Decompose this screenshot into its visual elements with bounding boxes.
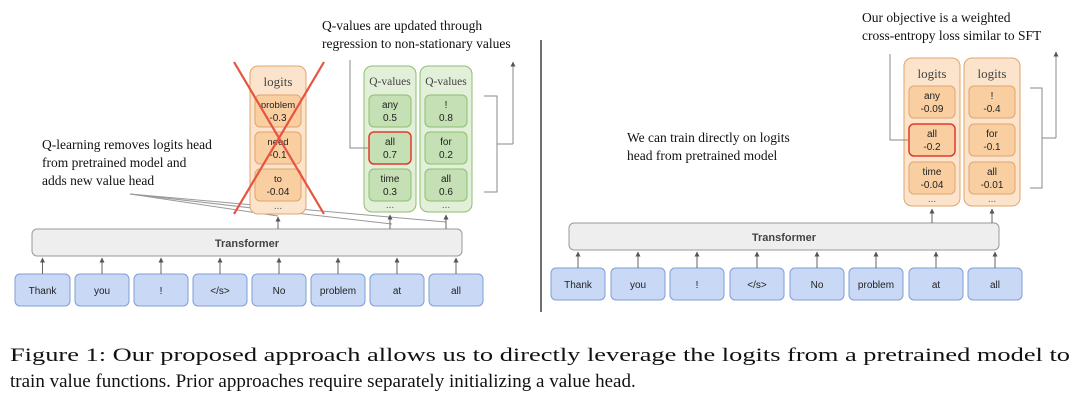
right-objective-bracket xyxy=(889,51,1059,189)
right-logits-ellipsis: ... xyxy=(988,194,996,205)
left-annotation-top-line-1: Q-values are updated through xyxy=(322,18,482,33)
left-q-header: Q-values xyxy=(425,76,467,88)
right-annotation-side-line-1: We can train directly on logits xyxy=(627,130,790,145)
right-logits-cell-token: any xyxy=(924,91,940,102)
left-logits-cell-token: need xyxy=(267,137,288,148)
right-logits-cell xyxy=(908,85,956,119)
left-q-cell-token: for xyxy=(440,137,452,148)
left-logits-cell-value: -0.04 xyxy=(267,187,290,198)
left-q-cell xyxy=(424,131,468,165)
left-token-label: all xyxy=(451,286,461,297)
left-q-cell-token: any xyxy=(382,100,398,111)
left-q-cell-value: 0.5 xyxy=(383,113,397,124)
left-regression-bracket xyxy=(349,60,516,193)
right-token-label: all xyxy=(990,280,1000,291)
right-annotation-top-line-1: Our objective is a weighted xyxy=(862,10,1011,25)
right-logits-cell xyxy=(968,85,1016,119)
left-token-label: you xyxy=(94,286,110,297)
figure-caption-line-2: train value functions. Prior approaches … xyxy=(10,371,636,392)
left-annotation-top-line-2: regression to non-stationary values xyxy=(322,36,511,51)
left-logits-header: logits xyxy=(264,74,293,89)
right-head-arrows xyxy=(929,208,995,223)
right-logits-cell-token: all xyxy=(987,167,997,178)
left-q-cell-value: 0.2 xyxy=(439,150,453,161)
left-logits-cell-token: problem xyxy=(261,100,295,111)
left-head-arrows xyxy=(275,214,449,229)
left-q-cell xyxy=(368,168,412,202)
right-logits-cell xyxy=(968,161,1016,195)
left-q-cell xyxy=(424,168,468,202)
figure-caption-line-1: Figure 1: Our proposed approach allows u… xyxy=(10,345,1070,366)
left-token-label: problem xyxy=(320,286,356,297)
right-transformer-label: Transformer xyxy=(752,232,817,244)
left-q-cell-token: all xyxy=(385,137,395,148)
right-token-label: </s> xyxy=(747,280,767,291)
right-panel: Our objective is a weighted cross-entrop… xyxy=(550,10,1059,301)
left-token-label: No xyxy=(273,286,286,297)
right-logits-header: logits xyxy=(918,66,947,81)
left-token-label: Thank xyxy=(29,286,58,297)
right-logits-cell-value: -0.01 xyxy=(981,180,1004,191)
left-q-cell-value: 0.8 xyxy=(439,113,453,124)
left-transformer-block xyxy=(31,228,463,257)
left-annotation-side-line-2: from pretrained model and xyxy=(42,155,187,170)
right-token-label: you xyxy=(630,280,646,291)
right-token-label: problem xyxy=(858,280,894,291)
right-logits-cell xyxy=(908,161,956,195)
right-logits-cell-value: -0.2 xyxy=(923,142,941,153)
left-q-ellipsis: ... xyxy=(386,200,394,211)
right-annotation-side-line-2: head from pretrained model xyxy=(627,148,778,163)
right-logits-cell-value: -0.1 xyxy=(983,142,1001,153)
right-logits-cell-token: for xyxy=(986,129,998,140)
right-logits-cell-value: -0.09 xyxy=(921,104,944,115)
left-q-cell xyxy=(424,94,468,128)
right-token-label: Thank xyxy=(564,280,593,291)
left-token-label: at xyxy=(393,286,402,297)
right-token-row: Thank you ! </s> No problem at all xyxy=(550,251,1023,301)
left-panel: Q-values are updated through regression … xyxy=(14,18,516,307)
right-token-label: ! xyxy=(696,280,699,291)
left-annotation-side-line-1: Q-learning removes logits head xyxy=(42,137,212,152)
right-logits-cell-value: -0.04 xyxy=(921,180,944,191)
left-transformer-label: Transformer xyxy=(215,238,280,250)
right-logits-ellipsis: ... xyxy=(928,194,936,205)
left-q-cell xyxy=(368,94,412,128)
left-token-label: ! xyxy=(160,286,163,297)
left-q-cell-value: 0.6 xyxy=(439,187,453,198)
right-logits-cell-highlighted xyxy=(908,123,956,157)
left-logits-cell-value: -0.3 xyxy=(269,113,287,124)
left-q-ellipsis: ... xyxy=(442,200,450,211)
right-logits-column-1: logits any -0.09 all -0.2 time -0.04 ... xyxy=(903,57,961,207)
right-logits-header: logits xyxy=(978,66,1007,81)
right-logits-cell-value: -0.4 xyxy=(983,104,1001,115)
right-logits-column-2: logits ! -0.4 for -0.1 all -0.01 ... xyxy=(963,57,1021,207)
left-q-cell-token: time xyxy=(381,174,400,185)
right-token-label: No xyxy=(811,280,824,291)
left-logits-cell-token: to xyxy=(274,174,282,185)
right-logits-cell-token: time xyxy=(923,167,942,178)
left-token-row: Thank you ! </s> No problem at all xyxy=(14,257,484,307)
left-q-cell-value: 0.7 xyxy=(383,150,397,161)
right-logits-cell-token: ! xyxy=(991,91,994,102)
left-q-cell-highlighted xyxy=(368,131,412,165)
left-q-cell-value: 0.3 xyxy=(383,187,397,198)
right-transformer-block xyxy=(568,222,1000,251)
left-annotation-side-line-3: adds new value head xyxy=(42,173,154,188)
left-q-cell-token: ! xyxy=(445,100,448,111)
right-logits-cell xyxy=(968,123,1016,157)
left-q-cell-token: all xyxy=(441,174,451,185)
left-logits-cell xyxy=(254,168,302,202)
left-logits-ellipsis: ... xyxy=(274,201,282,212)
right-annotation-top-line-2: cross-entropy loss similar to SFT xyxy=(862,28,1042,43)
left-q-header: Q-values xyxy=(369,76,411,88)
right-token-label: at xyxy=(932,280,941,291)
cross-out-icon xyxy=(233,61,325,215)
left-q-column-2: Q-values ! 0.8 for 0.2 all 0.6 ... xyxy=(419,65,473,213)
left-q-column-1: Q-values any 0.5 all 0.7 time 0.3 ... xyxy=(363,65,417,213)
left-token-label: </s> xyxy=(210,286,230,297)
right-logits-cell-token: all xyxy=(927,129,937,140)
left-logits-cell-value: -0.1 xyxy=(269,150,287,161)
